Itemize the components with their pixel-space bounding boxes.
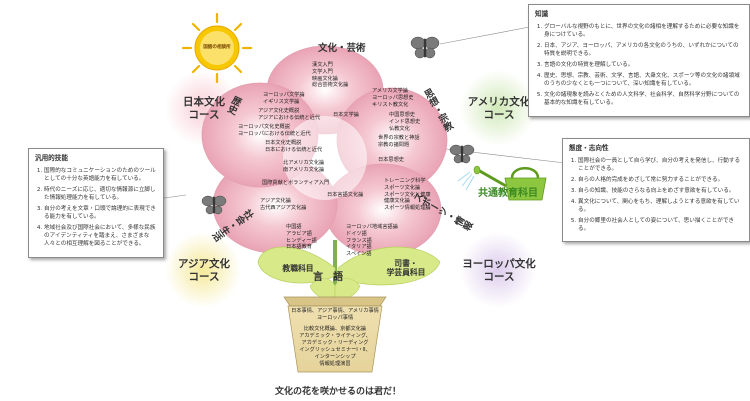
generic-skills-box: 汎用的技能 国際的なコミュニケーションのためのツールとしての十分な英語能力を有し… (28, 148, 164, 258)
librarian-curator-subjects-label: 司書・ 学芸員科目 (386, 259, 426, 278)
subjects-religion: 世界の宗教と神話宗教の諸問題 (378, 135, 420, 148)
teaching-subjects-label: 教職科目 (282, 264, 314, 273)
america-course-label[interactable]: アメリカ文化 コース (467, 96, 531, 122)
subjects-volunteer: 国際貢献とボランティア入門 (262, 180, 330, 186)
language-label: 言 語 (313, 272, 343, 283)
america-course-glow (460, 70, 536, 146)
subjects-asian-languages: 中国語アラビア語ヒンディー語日本語教育 (286, 224, 317, 251)
pot-rim (283, 296, 387, 307)
subjects-thought-west: アメリカ文学論ヨーロッパ思想史キリスト教文化 (372, 88, 414, 108)
knowledge-item: 言語の文化の特質を理解している。 (544, 61, 743, 69)
flower-petals (201, 45, 448, 257)
leader-line (439, 24, 541, 45)
attitude-title: 態度・志向性 (569, 144, 609, 152)
europe-course-label[interactable]: ヨーロッパ文化 コース (462, 258, 536, 284)
generic-skills-item: 時代のニーズに応じ、適切な情報源に立脚した情報処理能力を有している。 (44, 186, 157, 202)
pot-bottom-subjects: 比較文化概論、京都文化論アカデミック・ライティング、アカデミック・リーディングイ… (299, 326, 371, 368)
subjects-european-languages: ヨーロッパ地域言語論ドイツ語フランス語イタリア語スペイン語 (346, 224, 398, 257)
leaf-left (257, 246, 336, 284)
pot-body (287, 305, 383, 373)
subjects-japanese-thought: 日本思想史 (378, 157, 404, 163)
theme-culture-art: 文化・芸術 (318, 43, 366, 54)
japan-course-label[interactable]: 日本文化 コース (183, 96, 225, 122)
europe-course-glow (460, 232, 536, 308)
subjects-asian-culture: アジア文化論古代西アジア文化論 (260, 198, 307, 211)
attitude-item: 異文化について、関心をもち、理解しようとする意欲を有している。 (578, 198, 743, 214)
subjects-europe-history: ヨーロッパ文化史概説ヨーロッパにおける伝統と近代 (238, 124, 311, 137)
leaf-right (337, 246, 441, 286)
generic-skills-item: 地域社会及び国際社会において、多様な民族のアイデンティティを踏まえ、さまざまな人… (44, 224, 157, 248)
subjects-japan-history: 日本文化史概説日本における伝統と近代 (265, 140, 323, 153)
attitude-item: 国際社会の一員として自ら学び、自分の考えを発信し、行動することができる。 (578, 157, 743, 173)
sun-icon (181, 12, 253, 84)
caption: 文化の花を咲かせるのは君だ！ (275, 387, 402, 397)
knowledge-item: 文化の諸現象を読みとくための人文科学、社会科学、自然科学分野についての基本的な知… (544, 91, 743, 107)
asia-course-glow (165, 232, 241, 308)
common-education-label[interactable]: 共通教育科目 (478, 188, 538, 199)
attitude-item: 自らの人格的完成をめざして常に努力することができる。 (578, 176, 743, 184)
knowledge-item: グローバルな視野のもとに、世界の文化の諸相を理解するために必要な知識を身につけて… (544, 23, 743, 39)
subjects-literature: ヨーロッパ文学論イギリス文学論 (263, 92, 305, 105)
sun-label: 国語の相談所 (203, 45, 231, 50)
knowledge-item: 歴史、思想、宗教、芸術、文学、言語、大衆文化、スポーツ等の文化の諸領域のうちの少… (544, 72, 743, 88)
leaf-small-right (334, 278, 361, 301)
subjects-japanese-literature: 日本文学論 (333, 112, 359, 118)
generic-skills-item: 自分の考えを文章・口頭で論理的に表現できる能力を有している。 (44, 205, 157, 221)
generic-skills-item: 国際的なコミュニケーションのためのツールとしての十分な英語能力を有している。 (44, 167, 157, 183)
subjects-thought-east: 中国思想史インド思想史仏教文化 (389, 112, 421, 132)
attitude-item: 自分の郷里の社会人としての姿について、思い描くことができる。 (578, 217, 743, 233)
subjects-american-culture: 北アメリカ文化論南アメリカ文化論 (283, 160, 325, 173)
butterfly-icon (410, 36, 440, 59)
generic-skills-title: 汎用的技能 (35, 154, 68, 162)
knowledge-box: 知識 グローバルな視野のもとに、世界の文化の諸相を理解するために必要な知識を身に… (528, 4, 750, 117)
butterfly-icon (449, 144, 475, 164)
subjects-japanese-language: 日本言語文化論 (327, 192, 364, 198)
subjects-sports: トレーニング科学スポーツ文化論スポーツ文化と健康健康文化論スポーツ情報処理論 (384, 178, 431, 211)
knowledge-title: 知識 (535, 10, 549, 18)
asia-course-label[interactable]: アジア文化 コース (177, 258, 231, 284)
attitude-box: 態度・志向性 国際社会の一員として自ら学び、自分の考えを発信し、行動することがで… (562, 138, 750, 243)
pot-top-subjects: 日本事情、アジア事情、アメリカ事情ヨーロッパ事情 (291, 308, 379, 322)
subjects-asia-history: アジア文化史概説アジアにおける伝統と近代 (258, 108, 321, 121)
subjects-culture-art: 漢文入門文学入門映画文化論総合芸術文化論 (312, 62, 349, 89)
knowledge-item: 日本、アジア、ヨーロッパ、アメリカの各文化のうちの、いずれかについての特質を説明… (544, 42, 743, 58)
watering-can-icon (457, 165, 547, 201)
butterfly-icon (201, 195, 227, 215)
attitude-item: 自らの知識、技能のさらなる向上をめざす意欲を有している。 (578, 187, 743, 195)
